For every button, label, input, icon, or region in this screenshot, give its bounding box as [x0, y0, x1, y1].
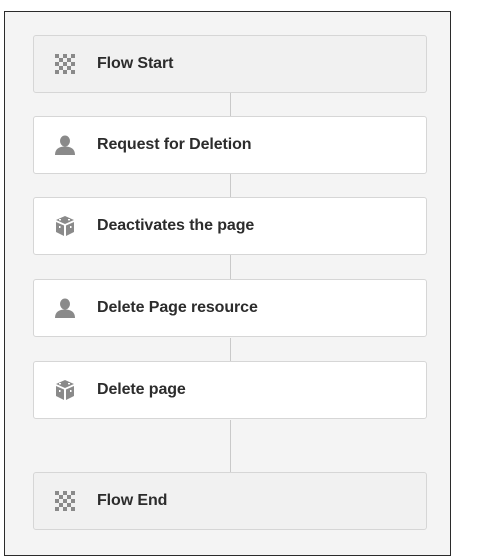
participant-step-delete-page-resource[interactable]: Delete Page resource: [33, 279, 427, 337]
step-label: Flow End: [97, 492, 168, 509]
connector-line: [230, 174, 231, 197]
step-label: Delete page: [97, 381, 186, 398]
connector-line: [230, 338, 231, 361]
connector-line: [230, 255, 231, 279]
flow-start-node[interactable]: Flow Start: [33, 35, 427, 93]
flow-end-node[interactable]: Flow End: [33, 472, 427, 530]
process-box-icon: [53, 214, 77, 238]
step-label: Request for Deletion: [97, 136, 252, 153]
person-icon: [53, 296, 77, 320]
step-label: Flow Start: [97, 55, 174, 72]
step-label: Deactivates the page: [97, 217, 255, 234]
step-label: Delete Page resource: [97, 299, 258, 316]
participant-step-request-for-deletion[interactable]: Request for Deletion: [33, 116, 427, 174]
process-step-deactivates-the-page[interactable]: Deactivates the page: [33, 197, 427, 255]
connector-line: [230, 420, 231, 472]
process-step-delete-page[interactable]: Delete page: [33, 361, 427, 419]
connector-line: [230, 93, 231, 116]
flow-node-icon: [53, 52, 77, 76]
process-box-icon: [53, 378, 77, 402]
flow-node-icon: [53, 489, 77, 513]
person-icon: [53, 133, 77, 157]
